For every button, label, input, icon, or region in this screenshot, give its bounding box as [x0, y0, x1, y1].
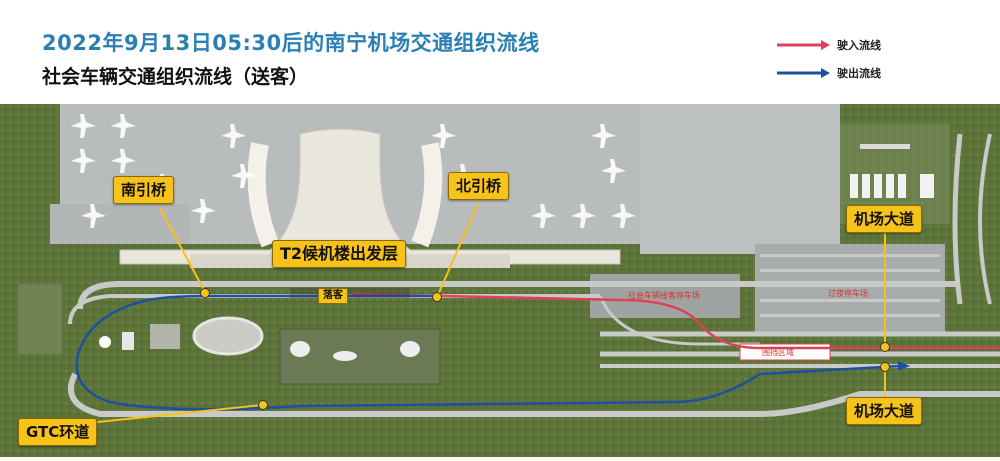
page-title: 2022年9月13日05:30后的南宁机场交通组织流线 — [42, 31, 540, 55]
legend-outbound: 驶出流线 — [775, 65, 881, 81]
legend-outbound-label: 驶出流线 — [837, 67, 881, 80]
callout-t2-departure: T2候机楼出发层 — [272, 240, 407, 268]
airport-map: 南引桥 北引桥 T2候机楼出发层 机场大道 机场大道 GTC环道 落客 社会车辆… — [0, 104, 1000, 457]
callout-markers — [200, 288, 890, 410]
drop-off-badge: 落客 — [318, 288, 348, 304]
zone-social-parking: 社会车辆接客停车场 — [628, 291, 700, 300]
callout-south-bridge: 南引桥 — [113, 176, 175, 204]
left-zone — [18, 284, 62, 354]
callout-gtc-loop: GTC环道 — [18, 418, 98, 446]
road-network — [68, 133, 1000, 417]
page-subtitle: 社会车辆交通组织流线（送客） — [42, 66, 309, 88]
callout-north-bridge: 北引桥 — [448, 172, 510, 200]
map-drawing — [0, 104, 1000, 457]
drop-off-strip — [290, 288, 410, 298]
callout-airport-road-bottom: 机场大道 — [846, 397, 923, 425]
header: 2022年9月13日05:30后的南宁机场交通组织流线 社会车辆交通组织流线（送… — [0, 0, 1000, 104]
outbound-flow — [75, 294, 910, 411]
zone-parking-lot: 过夜停车场 — [828, 289, 868, 298]
callout-airport-road-top: 机场大道 — [846, 205, 923, 233]
legend-inbound-label: 驶入流线 — [837, 39, 881, 52]
legend-inbound: 驶入流线 — [775, 37, 881, 53]
inbound-arrow-icon — [777, 40, 830, 50]
callout-leaders — [77, 203, 886, 425]
outbound-arrow-icon — [777, 68, 830, 78]
gtc-center — [99, 316, 441, 385]
zone-enclosure: 围挡区域 — [762, 348, 794, 357]
